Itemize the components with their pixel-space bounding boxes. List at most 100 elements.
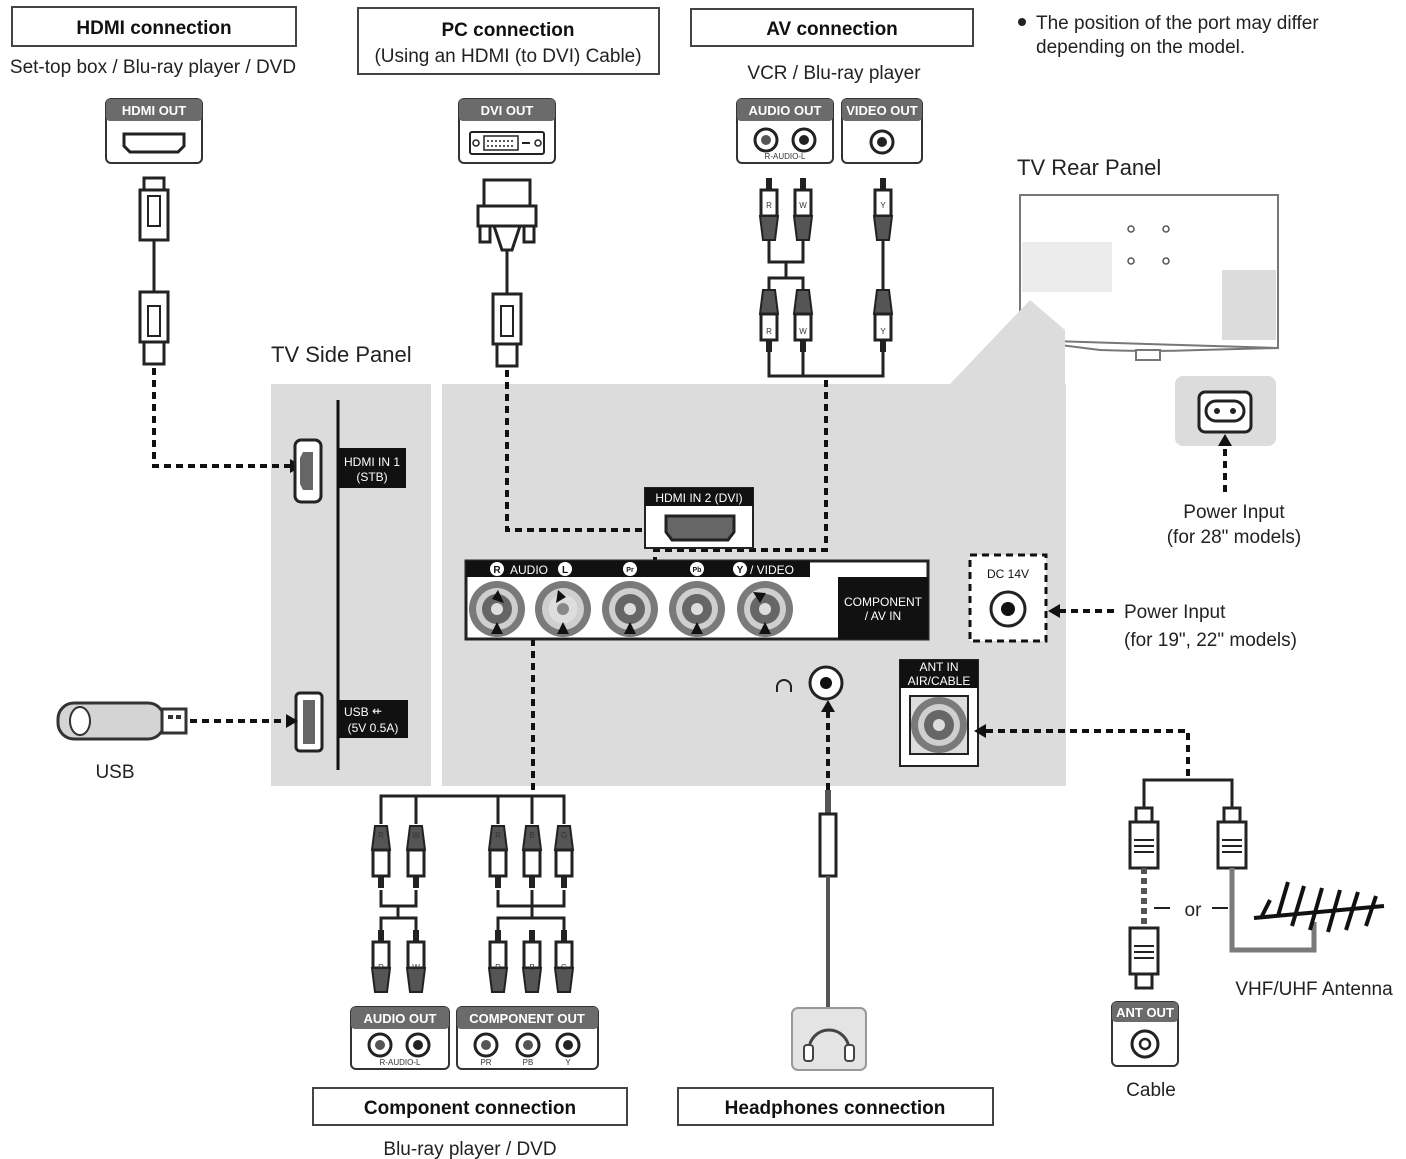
svg-text:VIDEO OUT: VIDEO OUT (846, 103, 918, 118)
antenna-or-label: or (1185, 900, 1203, 921)
pc-connection-title: PC connection (441, 20, 574, 41)
jack-arrows (491, 590, 771, 634)
usb-label: USB (95, 762, 134, 783)
svg-text:AUDIO OUT: AUDIO OUT (749, 103, 822, 118)
hdmi-connection-box (11, 6, 297, 47)
hdmi-out-port: HDMI OUT (105, 98, 203, 164)
usb-port: USB ⇷ (5V 0.5A) (294, 691, 408, 753)
svg-text:Y: Y (565, 1058, 571, 1067)
svg-text:R-AUDIO-L: R-AUDIO-L (380, 1058, 421, 1067)
headphone-plug (818, 790, 838, 1010)
svg-text:R: R (495, 831, 501, 840)
antenna-label: VHF/UHF Antenna (1235, 979, 1393, 1000)
svg-text:ANT IN: ANT IN (919, 660, 958, 674)
svg-text:R-AUDIO-L: R-AUDIO-L (765, 152, 806, 161)
svg-text:G: G (561, 963, 567, 972)
dvi-dashed-line (505, 370, 652, 532)
svg-text:/ VIDEO: / VIDEO (750, 563, 794, 577)
svg-text:W: W (412, 963, 420, 972)
hdmi-in1-port: HDMI IN 1 (STB) (293, 438, 406, 504)
svg-text:R: R (766, 327, 772, 336)
dc-power-label1: Power Input (1124, 602, 1226, 623)
svg-text:DC 14V: DC 14V (987, 567, 1029, 581)
tv-rear-panel-title: TV Rear Panel (1017, 155, 1161, 180)
headphones-connection-box (677, 1087, 994, 1126)
svg-text:HDMI IN 1: HDMI IN 1 (344, 455, 400, 469)
headphone-jack (776, 665, 844, 701)
note-line1: The position of the port may differ (1036, 13, 1319, 34)
svg-text:Pr: Pr (626, 567, 634, 574)
svg-text:DVI OUT: DVI OUT (481, 103, 534, 118)
svg-text:R: R (766, 201, 772, 210)
svg-text:L: L (562, 565, 568, 576)
component-audio-out-port: AUDIO OUT R-AUDIO-L (350, 1006, 450, 1070)
svg-text:PB: PB (523, 1058, 534, 1067)
svg-text:HDMI IN 2 (DVI): HDMI IN 2 (DVI) (655, 491, 742, 505)
svg-text:(5V 0.5A): (5V 0.5A) (348, 721, 399, 735)
component-rca-cables: R W R B G R W R B G (370, 794, 575, 994)
headphones-connection-title: Headphones connection (725, 1098, 946, 1119)
svg-text:COMPONENT: COMPONENT (844, 595, 923, 609)
svg-text:HDMI OUT: HDMI OUT (122, 103, 186, 118)
svg-text:R: R (493, 565, 501, 576)
cable-label: Cable (1126, 1080, 1176, 1101)
dvi-to-hdmi-cable (476, 178, 538, 368)
component-connection-subtitle: Blu-ray player / DVD (383, 1139, 556, 1159)
hdmi-connection-subtitle: Set-top box / Blu-ray player / DVD (10, 57, 296, 78)
svg-text:⇷: ⇷ (372, 704, 382, 718)
hdmi-cable (138, 176, 170, 366)
svg-text:R: R (495, 963, 501, 972)
antenna-icon (1253, 881, 1385, 933)
svg-text:W: W (412, 831, 420, 840)
note-line2: depending on the model. (1036, 37, 1245, 58)
svg-text:(STB): (STB) (356, 470, 387, 484)
rear-power-label2: (for 28" models) (1167, 527, 1302, 548)
dc-power-label2: (for 19", 22" models) (1124, 630, 1297, 651)
note-bullet (1018, 18, 1026, 26)
svg-text:Y: Y (880, 327, 886, 336)
headphones-icon (791, 1007, 867, 1071)
svg-text:PR: PR (480, 1058, 491, 1067)
svg-text:W: W (799, 327, 807, 336)
component-connection-title: Component connection (364, 1098, 576, 1119)
hdmi-dashed-line (152, 368, 290, 468)
svg-text:ANT OUT: ANT OUT (1116, 1005, 1174, 1020)
usb-drive-icon (56, 701, 188, 741)
svg-text:B: B (529, 831, 534, 840)
av-rca-cable: R W Y R W Y (758, 176, 894, 378)
svg-text:/ AV IN: / AV IN (865, 609, 901, 623)
av-video-out-port: VIDEO OUT (841, 98, 923, 164)
antenna-cables (1128, 778, 1317, 990)
rear-power-label1: Power Input (1183, 502, 1285, 523)
svg-text:W: W (799, 201, 807, 210)
ant-out-port: ANT OUT (1111, 1001, 1179, 1067)
av-connection-subtitle: VCR / Blu-ray player (747, 63, 921, 84)
dvi-out-port: DVI OUT (458, 98, 556, 164)
tv-rear-illustration (950, 194, 1279, 384)
svg-text:G: G (561, 831, 567, 840)
svg-text:R: R (378, 963, 384, 972)
svg-text:Y: Y (880, 201, 886, 210)
svg-text:Y: Y (737, 565, 744, 576)
dc-14v-port: DC 14V (968, 553, 1048, 643)
component-connection-box (312, 1087, 628, 1126)
svg-text:Pb: Pb (693, 567, 702, 574)
rear-power-input-port (1175, 376, 1276, 446)
svg-text:USB: USB (344, 705, 369, 719)
av-connection-title: AV connection (766, 19, 898, 40)
ant-dashed-line (986, 729, 1190, 776)
hdmi-connection-title: HDMI connection (76, 18, 231, 39)
svg-text:AIR/CABLE: AIR/CABLE (908, 674, 971, 688)
svg-text:AUDIO OUT: AUDIO OUT (364, 1011, 437, 1026)
component-out-port: COMPONENT OUT PR PB Y (456, 1006, 599, 1070)
av-audio-out-port: AUDIO OUT R-AUDIO-L (736, 98, 834, 164)
svg-text:AUDIO: AUDIO (510, 563, 548, 577)
ant-in-port: ANT IN AIR/CABLE (899, 659, 979, 767)
hdmi-in2-port: HDMI IN 2 (DVI) (644, 487, 754, 549)
pc-connection-box (357, 7, 660, 75)
pc-connection-subtitle: (Using an HDMI (to DVI) Cable) (374, 46, 641, 67)
av-connection-box (690, 8, 974, 47)
svg-text:COMPONENT OUT: COMPONENT OUT (469, 1011, 585, 1026)
svg-text:B: B (529, 963, 534, 972)
